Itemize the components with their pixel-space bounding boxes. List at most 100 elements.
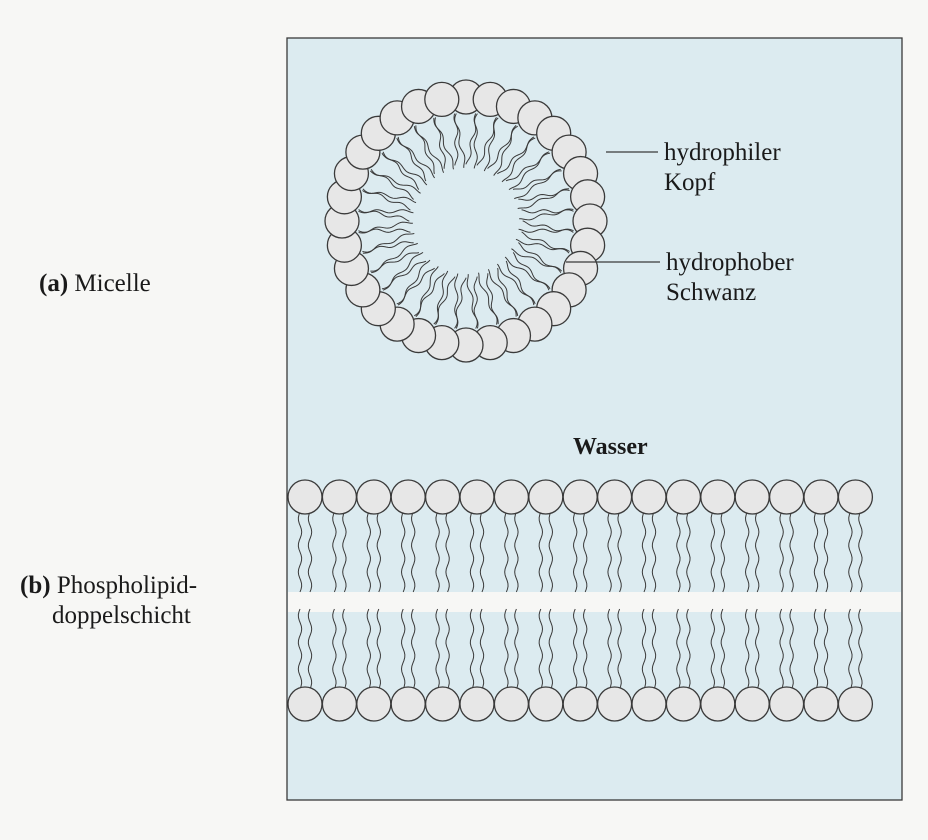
bilayer-top-head <box>493 479 530 515</box>
water-label: Wasser <box>573 434 648 460</box>
bilayer-bottom-tail <box>710 608 716 690</box>
bilayer-top-tail <box>572 511 578 593</box>
bilayer-top-tail <box>514 511 519 593</box>
bilayer-bottom-head <box>321 686 358 722</box>
bilayer-bottom-head <box>768 686 805 722</box>
micelle-head <box>424 81 460 118</box>
bilayer-bottom-tail <box>366 608 372 690</box>
bilayer-core-gap <box>288 592 901 612</box>
bilayer-bottom-tail <box>572 608 578 690</box>
micelle-tail <box>381 260 427 290</box>
bilayer-bottom-tail <box>754 608 760 690</box>
bilayer-bottom-tail <box>789 608 794 690</box>
bilayer-top-head <box>390 479 426 515</box>
bilayer-top-head <box>700 479 736 515</box>
bilayer-top-tail <box>469 511 475 593</box>
bilayer-bottom-tail <box>686 608 691 690</box>
bilayer-top-head <box>734 479 770 515</box>
bilayer-bottom-head <box>287 686 323 722</box>
bilayer-label-letter: (b) <box>20 572 51 599</box>
bilayer-bottom-head <box>734 686 770 722</box>
bilayer-top-head <box>665 479 702 515</box>
bilayer-bottom-head <box>665 686 702 722</box>
head-label-line1: hydrophiler <box>664 139 781 166</box>
bilayer-top-tail <box>848 511 853 593</box>
bilayer-top-head <box>803 479 839 515</box>
bilayer-bottom-tail <box>823 608 829 690</box>
micelle-tail <box>358 209 410 222</box>
bilayer-bottom-tail <box>332 608 337 690</box>
bilayer-bottom-tail <box>435 608 440 690</box>
bilayer-top-tail <box>504 511 509 593</box>
micelle-tail <box>521 231 570 254</box>
bilayer-bottom-tail <box>479 608 485 690</box>
micelle-tail <box>473 276 478 329</box>
micelle-tail <box>518 189 570 201</box>
bilayer-bottom-tail <box>676 608 681 690</box>
bilayer-bottom-head <box>493 686 530 722</box>
bilayer-bottom-tail <box>744 608 750 690</box>
bilayer-top-tail <box>651 511 657 593</box>
bilayer-top-head <box>631 479 667 515</box>
bilayer-bottom-head <box>459 686 495 722</box>
bilayer-bottom-tail <box>779 608 784 690</box>
bilayer-top-head <box>596 479 633 515</box>
bilayer-top-tail <box>617 511 622 593</box>
bilayer-top-tail <box>366 511 372 593</box>
micelle-tail <box>370 252 420 272</box>
micelle-label: (a) Micelle <box>39 269 151 299</box>
bilayer-top-head <box>356 479 392 515</box>
micelle-tail <box>453 113 466 168</box>
bilayer-top-head <box>321 479 358 515</box>
bilayer-top-tail <box>676 511 681 593</box>
micelle-tail <box>512 170 562 190</box>
tail-label-line2: Schwanz <box>666 279 757 306</box>
tail-label: hydrophober Schwanz <box>666 248 794 308</box>
bilayer-bottom-tail <box>848 608 853 690</box>
bilayer-top-tail <box>538 511 544 593</box>
bilayer-bottom-tail <box>400 608 406 690</box>
phospholipid-bilayer <box>287 479 874 722</box>
micelle-tail <box>505 260 535 306</box>
bilayer-bottom-tail <box>469 608 475 690</box>
bilayer-bottom-tail <box>297 608 303 690</box>
bilayer-top-tail <box>607 511 612 593</box>
micelle-tail <box>486 273 498 325</box>
bilayer-top-tail <box>779 511 784 593</box>
micelle-tail <box>487 125 518 169</box>
bilayer-bottom-tail <box>445 608 450 690</box>
micelle-tail <box>362 241 414 253</box>
bilayer-bottom-head <box>528 686 564 722</box>
bilayer-top-head <box>562 479 598 515</box>
micelle-tail <box>518 242 562 273</box>
bilayer-top-tail <box>754 511 760 593</box>
micelle-tail <box>414 273 445 317</box>
bilayer-top-tail <box>720 511 726 593</box>
bilayer-label: (b) Phospholipid- doppelschicht <box>20 571 197 631</box>
bilayer-top-tail <box>332 511 337 593</box>
micelle-tail <box>358 228 411 233</box>
bilayer-bottom-head <box>562 686 598 722</box>
bilayer-bottom-tail <box>607 608 612 690</box>
bilayer-top-tail <box>376 511 382 593</box>
bilayer-bottom-tail <box>617 608 622 690</box>
bilayer-label-line2: doppelschicht <box>52 602 191 629</box>
bilayer-top-tail <box>710 511 716 593</box>
micelle-label-letter: (a) <box>39 270 69 297</box>
bilayer-bottom-tail <box>651 608 657 690</box>
micelle-tail <box>465 113 478 165</box>
bilayer-top-tail <box>400 511 406 593</box>
bilayer-bottom-head <box>631 686 667 722</box>
head-label-line2: Kopf <box>664 169 716 196</box>
bilayer-bottom-tail <box>641 608 647 690</box>
bilayer-bottom-tail <box>307 608 313 690</box>
bilayer-bottom-tail <box>858 608 863 690</box>
bilayer-top-head <box>459 479 495 515</box>
bilayer-bottom-head <box>596 686 633 722</box>
bilayer-top-head <box>287 479 323 515</box>
bilayer-bottom-head <box>803 686 839 722</box>
bilayer-top-tail <box>307 511 313 593</box>
bilayer-bottom-tail <box>410 608 416 690</box>
bilayer-top-tail <box>435 511 440 593</box>
